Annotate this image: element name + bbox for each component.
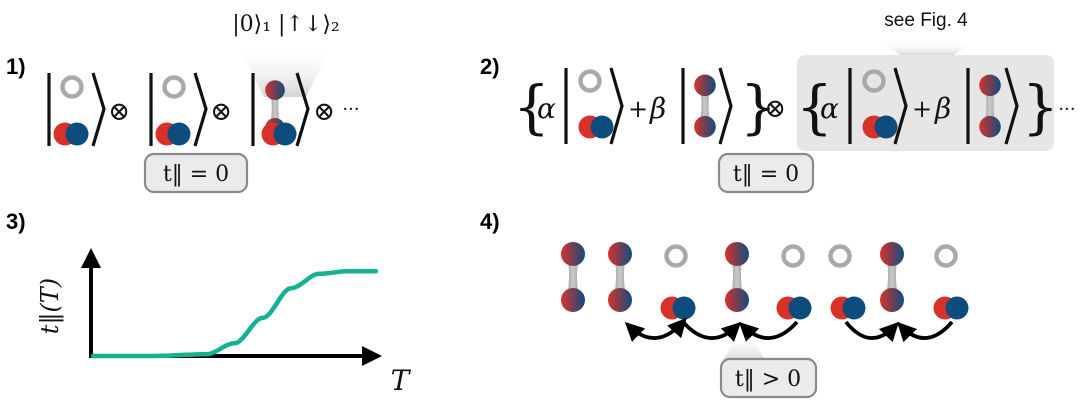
ket-vacuum-hole [149, 72, 208, 147]
t-parallel-zero: t‖ = 0 [163, 162, 229, 187]
hop-arrow [897, 320, 954, 343]
tensor-operator: ⊗ [210, 97, 232, 127]
annotation-cone [238, 44, 332, 97]
panel-3-label: 3) [6, 209, 26, 234]
right-brace: } [1022, 73, 1059, 141]
plus-sign: + [912, 95, 932, 123]
panel-2-label: 2) [480, 54, 500, 79]
plus-sign: + [628, 95, 648, 123]
t-parallel-box [719, 357, 818, 399]
ket-doublon-pair [251, 72, 310, 147]
t-parallel-box [717, 152, 815, 194]
hole-site [831, 247, 850, 266]
hop-arrow [624, 317, 687, 343]
see-fig-cone [880, 41, 974, 56]
right-brace: } [740, 73, 777, 141]
left-brace: { [796, 73, 833, 141]
tensor-operator: ⊗ [764, 94, 786, 124]
electron-pair [776, 296, 812, 320]
doublon [561, 242, 585, 312]
left-brace: { [513, 73, 550, 141]
lattice-row [561, 242, 969, 320]
see-fig-label: see Fig. 4 [884, 10, 968, 31]
superposition-right: { α + β } [796, 67, 1059, 145]
electron-pair [830, 296, 866, 320]
hop-arrow [681, 320, 742, 343]
coef-beta: β [934, 92, 951, 125]
coef-alpha: α [537, 92, 556, 125]
electron-pair [933, 296, 969, 320]
hop-arrow [844, 320, 899, 343]
coef-beta: β [649, 92, 666, 125]
hop-arrow [738, 320, 799, 343]
hole-site [784, 247, 803, 266]
hole-site [937, 247, 956, 266]
superposition-left: { α + β } [513, 67, 777, 145]
panel-4-label: 4) [480, 209, 500, 234]
x-axis-label: T [391, 364, 412, 397]
electron-pair [660, 296, 696, 320]
t-parallel-positive: t‖ > 0 [735, 367, 801, 392]
panel-1-label: 1) [6, 54, 26, 79]
t-parallel-box [143, 152, 249, 194]
tensor-operator: ⊗ [313, 97, 335, 127]
doublon [608, 242, 632, 312]
t-parallel-zero: t‖ = 0 [733, 162, 799, 187]
trailing-dots: ··· [1058, 99, 1075, 120]
trailing-dots: ··· [342, 99, 359, 120]
t-box-cone [723, 336, 765, 360]
series-line-t-parallel [90, 268, 379, 359]
hole-site [667, 247, 686, 266]
coef-alpha: α [820, 92, 839, 125]
tensor-operator: ⊗ [108, 97, 130, 127]
doublon [725, 242, 749, 312]
ket-vacuum-hole [47, 72, 106, 147]
ket-annotation: |0⟩₁ |↑↓⟩₂ [232, 12, 340, 37]
y-axis-label: t‖(T) [36, 278, 65, 334]
hopping-arrows [624, 317, 954, 343]
doublon [880, 242, 904, 312]
